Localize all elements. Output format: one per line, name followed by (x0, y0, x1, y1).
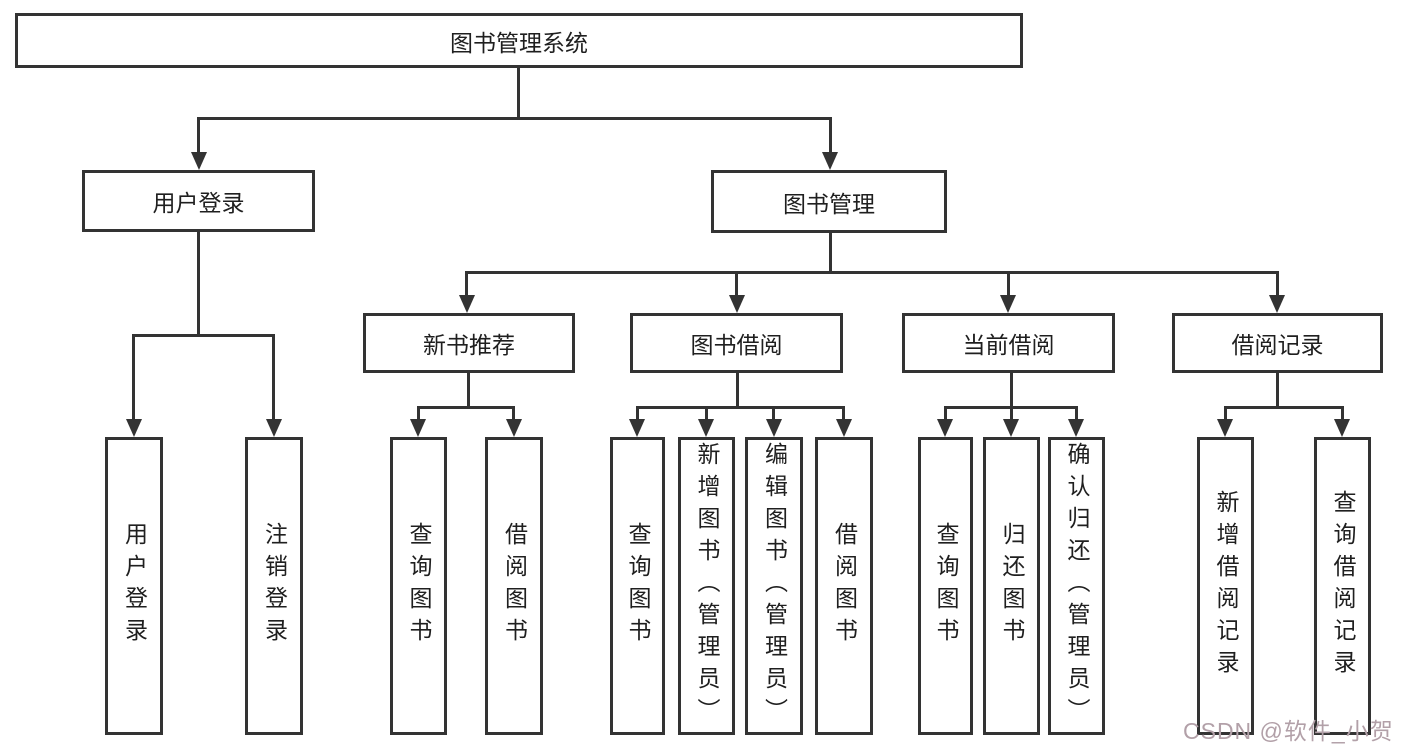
arrow-down-icon (1217, 419, 1233, 437)
leaf-label: 新增图书（管理员） (694, 442, 720, 730)
leaf-label: 注销登录 (261, 522, 288, 650)
connector-line (132, 334, 275, 337)
leaf-label: 查询图书 (406, 522, 432, 650)
leaf-current-return-books: 归还图书 (983, 437, 1040, 735)
connector-line (197, 117, 200, 155)
connector-line (842, 406, 845, 422)
connector-line (829, 233, 832, 274)
connector-line (197, 232, 200, 337)
leaf-label: 用户登录 (121, 522, 148, 650)
leaf-record-add-record: 新增借阅记录 (1197, 437, 1254, 735)
leaf-label: 确认归还（管理员） (1064, 442, 1090, 730)
connector-line (272, 334, 275, 422)
node-user-login: 用户登录 (82, 170, 315, 232)
leaf-label: 新增借阅记录 (1213, 490, 1239, 682)
connector-line (735, 271, 738, 298)
connector-line (197, 117, 832, 120)
connector-line (1007, 271, 1010, 298)
connector-line (467, 373, 470, 409)
connector-line (1010, 373, 1013, 409)
arrow-down-icon (1334, 419, 1350, 437)
leaf-label: 查询图书 (625, 522, 651, 650)
node-root: 图书管理系统 (15, 13, 1023, 68)
arrow-down-icon (766, 419, 782, 437)
connector-line (1010, 406, 1013, 422)
leaf-label: 查询借阅记录 (1330, 490, 1356, 682)
arrow-down-icon (1269, 295, 1285, 313)
connector-line (636, 406, 845, 409)
arrow-down-icon (822, 152, 838, 170)
arrow-down-icon (459, 295, 475, 313)
connector-line (944, 406, 947, 422)
connector-line (772, 406, 775, 422)
connector-line (465, 271, 1279, 274)
leaf-newrec-query-books: 查询图书 (390, 437, 447, 735)
connector-line (1276, 373, 1279, 409)
leaf-current-query-books: 查询图书 (918, 437, 973, 735)
leaf-borrow-edit-books-admin: 编辑图书（管理员） (745, 437, 803, 735)
watermark: CSDN @软件_小贺同学 (1183, 718, 1394, 744)
node-book-mgmt: 图书管理 (711, 170, 947, 233)
leaf-borrow-borrow-books: 借阅图书 (815, 437, 873, 735)
arrow-down-icon (629, 419, 645, 437)
arrow-down-icon (937, 419, 953, 437)
connector-line (465, 271, 468, 298)
arrow-down-icon (729, 295, 745, 313)
connector-line (1276, 271, 1279, 298)
connector-line (417, 406, 515, 409)
connector-line (1075, 406, 1078, 422)
connector-line (132, 334, 135, 422)
leaf-label: 借阅图书 (501, 522, 528, 650)
leaf-newrec-borrow-books: 借阅图书 (485, 437, 543, 735)
leaf-borrow-add-books-admin: 新增图书（管理员） (678, 437, 735, 735)
connector-line (1224, 406, 1227, 422)
node-borrow-record: 借阅记录 (1172, 313, 1383, 373)
arrow-down-icon (1068, 419, 1084, 437)
connector-line (517, 68, 520, 120)
arrow-down-icon (698, 419, 714, 437)
arrow-down-icon (506, 419, 522, 437)
arrow-down-icon (191, 152, 207, 170)
leaf-current-confirm-return-admin: 确认归还（管理员） (1048, 437, 1105, 735)
connector-line (829, 117, 832, 155)
arrow-down-icon (126, 419, 142, 437)
leaf-record-query-record: 查询借阅记录 (1314, 437, 1371, 735)
connector-line (1224, 406, 1344, 409)
arrow-down-icon (1000, 295, 1016, 313)
connector-line (636, 406, 639, 422)
arrow-down-icon (410, 419, 426, 437)
leaf-logout: 注销登录 (245, 437, 303, 735)
leaf-label: 查询图书 (933, 522, 959, 650)
node-current-borrow: 当前借阅 (902, 313, 1115, 373)
arrow-down-icon (1003, 419, 1019, 437)
arrow-down-icon (266, 419, 282, 437)
leaf-label: 借阅图书 (831, 522, 858, 650)
leaf-user-login: 用户登录 (105, 437, 163, 735)
node-new-book-rec: 新书推荐 (363, 313, 575, 373)
connector-line (417, 406, 420, 422)
connector-line (512, 406, 515, 422)
leaf-borrow-query-books: 查询图书 (610, 437, 665, 735)
node-book-borrow: 图书借阅 (630, 313, 843, 373)
connector-line (736, 373, 739, 409)
connector-line (705, 406, 708, 422)
leaf-label: 归还图书 (999, 522, 1025, 650)
connector-line (1341, 406, 1344, 422)
leaf-label: 编辑图书（管理员） (761, 442, 788, 730)
arrow-down-icon (836, 419, 852, 437)
